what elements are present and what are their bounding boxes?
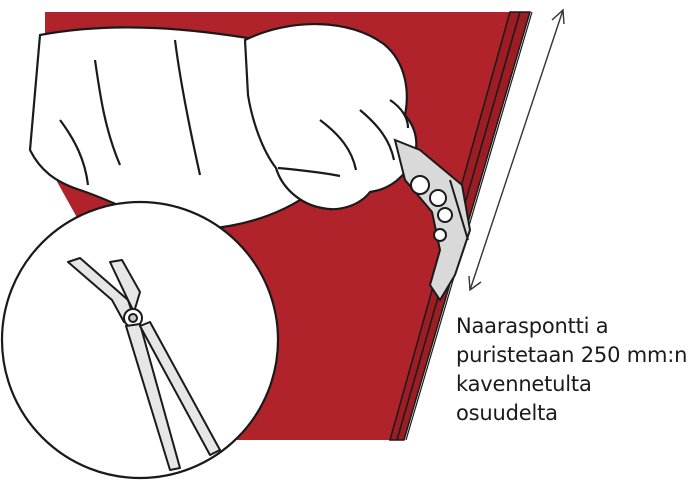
caption-line-4: osuudelta: [456, 399, 694, 428]
instruction-caption: Naaraspontti a puristetaan 250 mm:n kave…: [456, 312, 694, 428]
caption-line-2: puristetaan 250 mm:n: [456, 341, 694, 370]
caption-line-3: kavennetulta: [456, 370, 694, 399]
caption-line-1: Naaraspontti a: [456, 312, 694, 341]
tool-detail-inset: [2, 202, 278, 478]
